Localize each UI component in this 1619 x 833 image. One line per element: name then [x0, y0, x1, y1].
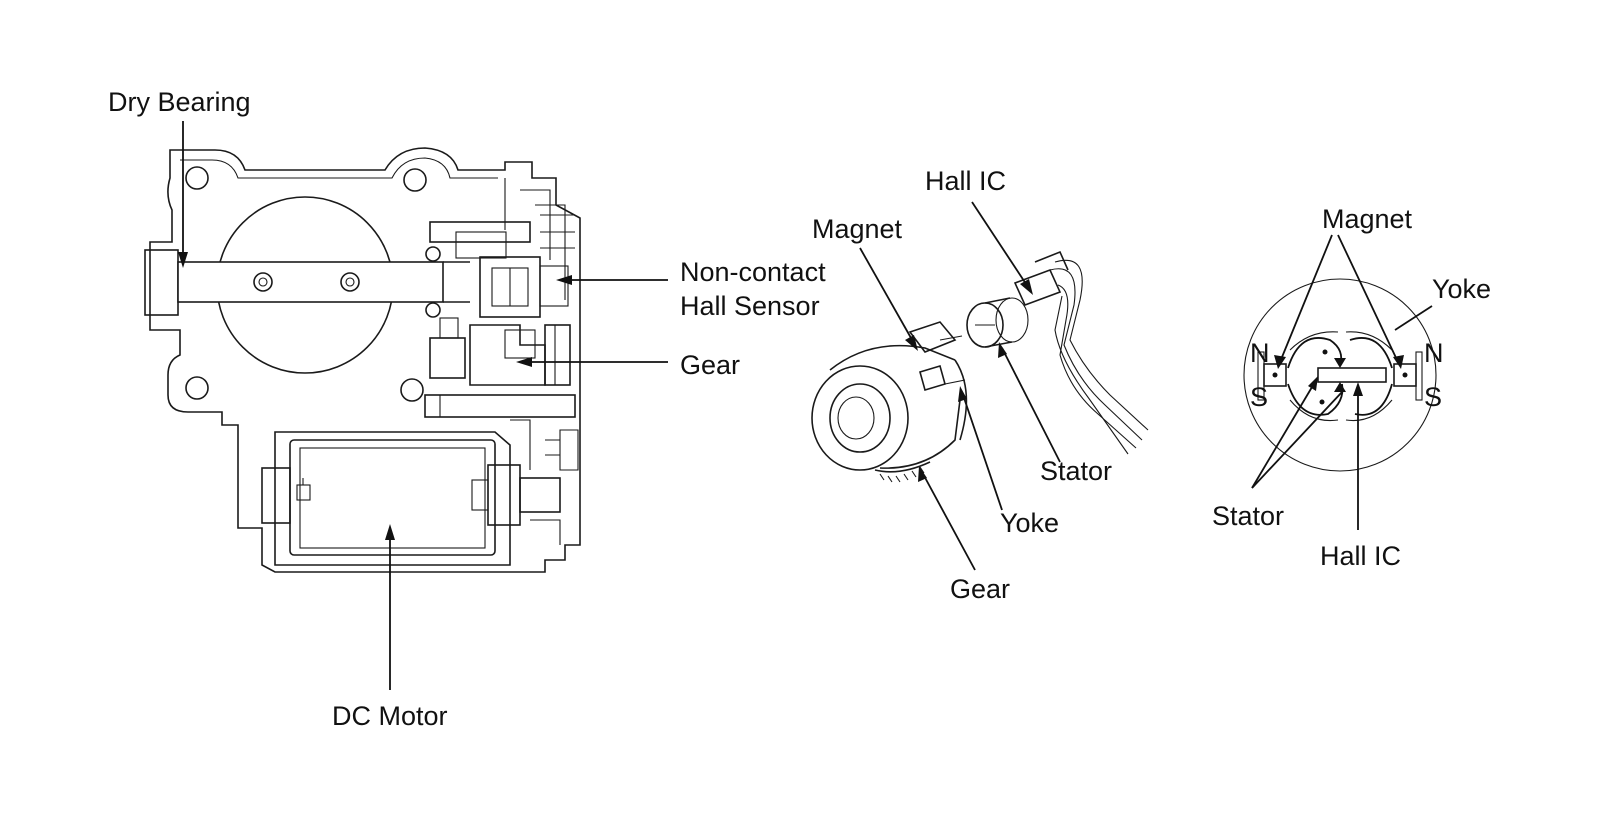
label-hall-ic-right: Hall IC — [1320, 541, 1401, 571]
label-stator-right: Stator — [1212, 501, 1284, 531]
flux-schematic-drawing — [1243, 278, 1437, 472]
label-hall-ic-mid: Hall IC — [925, 166, 1006, 196]
label-n-right: N — [1424, 338, 1444, 368]
label-magnet-mid: Magnet — [812, 214, 903, 244]
label-n-left: N — [1250, 338, 1270, 368]
label-s-right: S — [1424, 382, 1442, 412]
label-dry-bearing: Dry Bearing — [108, 87, 251, 117]
label-magnet-right: Magnet — [1322, 204, 1413, 234]
label-yoke-right: Yoke — [1432, 274, 1491, 304]
label-gear-left: Gear — [680, 350, 740, 380]
leader-lines — [178, 121, 1433, 690]
label-s-left: S — [1250, 382, 1268, 412]
label-yoke-mid: Yoke — [1000, 508, 1059, 538]
label-non-contact: Non-contact — [680, 257, 826, 287]
exploded-sensor-drawing — [811, 250, 1149, 483]
label-stator-mid: Stator — [1040, 456, 1112, 486]
label-gear-mid: Gear — [950, 574, 1010, 604]
label-dc-motor: DC Motor — [332, 701, 448, 731]
throttle-body-drawing — [144, 147, 581, 573]
label-hall-sensor: Hall Sensor — [680, 291, 820, 321]
